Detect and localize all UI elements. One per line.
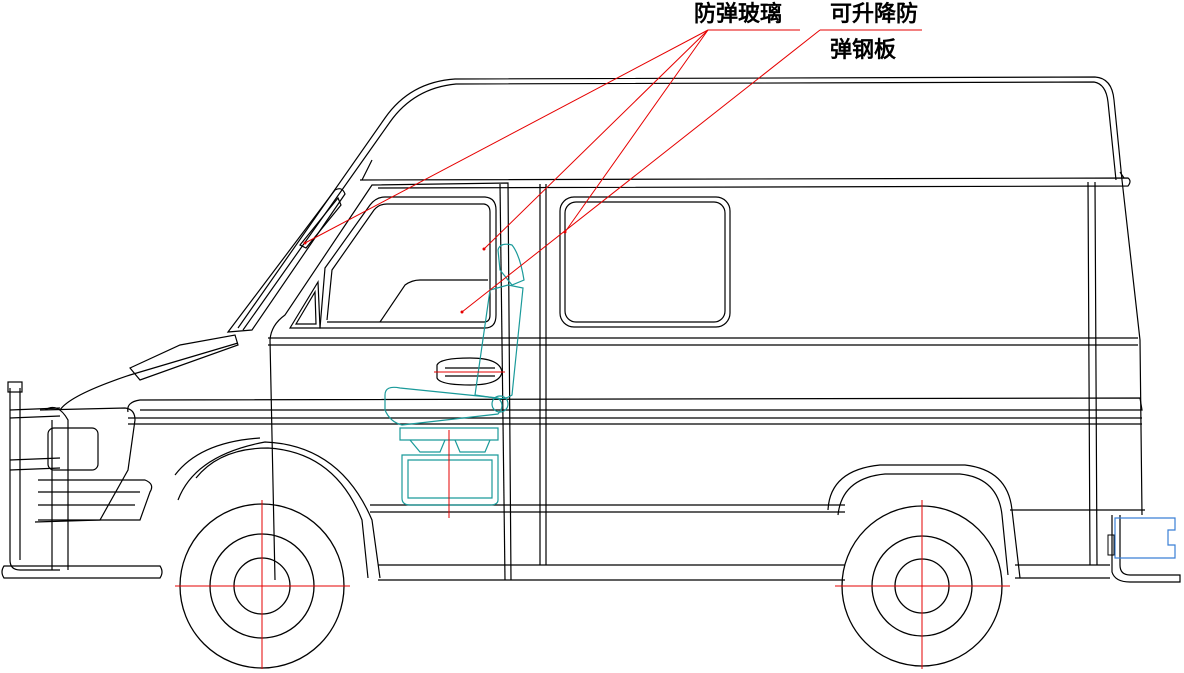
seat-cushion — [384, 386, 503, 426]
rear-arch-inner — [837, 473, 1009, 576]
rear-wheel-arch — [827, 464, 1021, 579]
endpoint-dot — [460, 310, 464, 314]
seat-base — [401, 454, 499, 506]
rear-step — [1111, 515, 1181, 583]
van-body-outline — [1, 76, 1181, 583]
b-pillar — [539, 184, 547, 565]
sill-lines — [370, 504, 1145, 513]
callout-leaders — [304, 29, 922, 313]
seat-backrest — [474, 284, 524, 400]
wheel-centerlines — [175, 500, 1010, 669]
bulletproof-glass-label: 防弹玻璃 — [694, 2, 783, 27]
leader-endpoints — [303, 230, 567, 314]
front-step-bumper — [1, 565, 163, 579]
steel-plate-label-line2: 弹钢板 — [830, 38, 897, 63]
body-crease-lower — [128, 417, 1142, 425]
rear-pillar — [1087, 181, 1098, 566]
front-wheel-arch — [177, 441, 381, 579]
endpoint-dot — [303, 241, 307, 245]
seat-recline-knob — [491, 395, 509, 413]
bull-bar-frame — [44, 407, 69, 570]
front-fender-flare — [174, 437, 261, 476]
leader-door-glass — [483, 29, 709, 250]
windshield-strip — [299, 196, 342, 249]
bull-bar-rails — [9, 407, 61, 471]
roof-rail — [359, 177, 1131, 189]
endpoint-dot — [482, 247, 486, 251]
bull-bar-top — [7, 381, 23, 393]
rear-box-hinge — [1107, 534, 1115, 556]
seat-mechanism — [409, 439, 491, 453]
door-handle-grip — [445, 367, 495, 377]
leader-steel-plate — [461, 29, 821, 313]
seat-headrest — [497, 243, 525, 286]
a-pillar — [226, 188, 346, 333]
side-window-frame — [559, 196, 731, 328]
rocker-panel — [378, 564, 1110, 581]
door-window-glass — [326, 203, 491, 323]
roof-outline — [237, 76, 1143, 516]
bumper-upper — [38, 479, 153, 521]
door-rear-edge — [499, 183, 506, 581]
front-door — [269, 182, 512, 581]
leader-windshield-glass — [304, 29, 709, 244]
endpoint-dot — [563, 230, 567, 234]
body-crease-upper — [127, 397, 1143, 413]
side-window-glass — [564, 201, 726, 323]
hood-line — [59, 342, 239, 411]
roof-inner-line — [242, 81, 1117, 331]
door-window-frame — [319, 196, 497, 329]
vent-window — [288, 280, 321, 329]
front-arch-inner — [195, 447, 369, 579]
seat-base-inner — [407, 459, 493, 499]
leader-side-window-glass — [564, 29, 709, 233]
grille-lines — [38, 491, 140, 506]
steel-plate-label-line1: 可升降防 — [830, 2, 919, 27]
hood-edge — [129, 334, 239, 381]
seat-rail — [399, 427, 499, 441]
driver-seat — [384, 243, 525, 506]
roof-rail-brackets — [361, 159, 1125, 181]
belt-line — [268, 337, 1138, 346]
headlight — [47, 427, 99, 471]
front-fascia — [34, 407, 136, 523]
rear-storage-box — [1114, 517, 1176, 559]
interior-dashboard — [379, 279, 488, 323]
bull-bar-post — [9, 388, 60, 571]
